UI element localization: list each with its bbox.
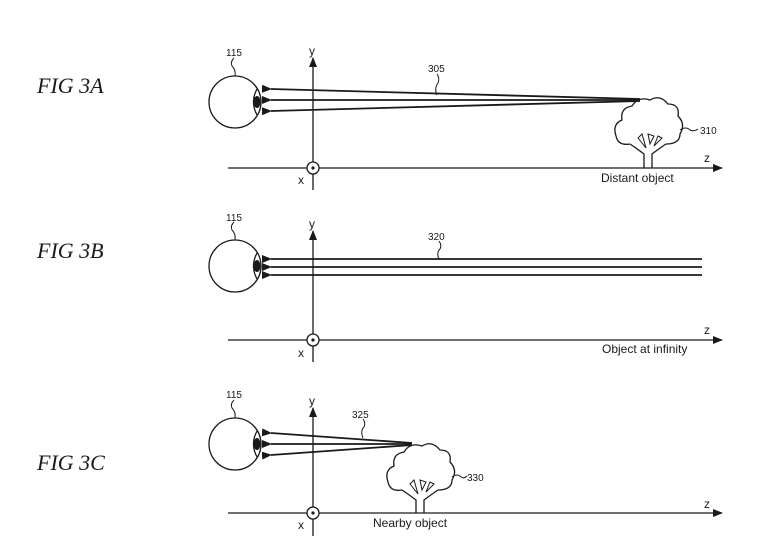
eye-ref-label: 115 bbox=[226, 213, 242, 224]
object-ref-label: 330 bbox=[467, 473, 484, 484]
light-rays bbox=[261, 84, 641, 116]
figure-3b: FIG 3B 115 y z x 320 Object at infinity bbox=[36, 213, 723, 362]
figure-label: FIG 3C bbox=[36, 450, 105, 475]
x-axis-label: x bbox=[298, 518, 304, 532]
x-axis-out-of-page-icon bbox=[306, 506, 320, 520]
figure-label: FIG 3A bbox=[36, 73, 104, 98]
ray-ref-label: 305 bbox=[428, 64, 445, 75]
leader-line bbox=[435, 73, 440, 96]
leader-line bbox=[451, 474, 468, 479]
leader-line bbox=[230, 399, 236, 419]
object-caption: Object at infinity bbox=[602, 342, 687, 356]
light-rays bbox=[261, 428, 413, 460]
y-axis-label: y bbox=[309, 44, 315, 58]
eye-icon bbox=[208, 57, 262, 129]
ray-ref-label: 320 bbox=[428, 232, 445, 243]
figure-3c: FIG 3C 115 y z x 325 330 bbox=[36, 390, 723, 536]
eye-ref-label: 115 bbox=[226, 48, 242, 59]
object-ref-label: 310 bbox=[700, 126, 717, 137]
ray-ref-label: 325 bbox=[352, 410, 369, 421]
tree-icon bbox=[614, 97, 684, 168]
object-caption: Distant object bbox=[601, 171, 674, 185]
x-axis-label: x bbox=[298, 173, 304, 187]
leader-line bbox=[679, 127, 699, 132]
leader-line bbox=[361, 418, 366, 439]
light-rays bbox=[262, 255, 702, 279]
leader-line bbox=[230, 57, 236, 77]
z-axis-label: z bbox=[704, 497, 710, 511]
tree-icon bbox=[386, 443, 456, 513]
eye-ref-label: 115 bbox=[226, 390, 242, 401]
object-caption: Nearby object bbox=[373, 516, 448, 530]
y-axis-label: y bbox=[309, 217, 315, 231]
figure-label: FIG 3B bbox=[36, 238, 104, 263]
x-axis-out-of-page-icon bbox=[306, 333, 320, 347]
eye-icon bbox=[208, 221, 262, 293]
eye-icon bbox=[208, 399, 262, 471]
figure-3a: FIG 3A 115 y z x 305 bbox=[36, 44, 723, 190]
leader-line bbox=[230, 221, 236, 241]
z-axis-label: z bbox=[704, 323, 710, 337]
x-axis-out-of-page-icon bbox=[306, 161, 320, 175]
x-axis-label: x bbox=[298, 346, 304, 360]
y-axis-label: y bbox=[309, 394, 315, 408]
z-axis-label: z bbox=[704, 151, 710, 165]
leader-line bbox=[437, 240, 442, 260]
